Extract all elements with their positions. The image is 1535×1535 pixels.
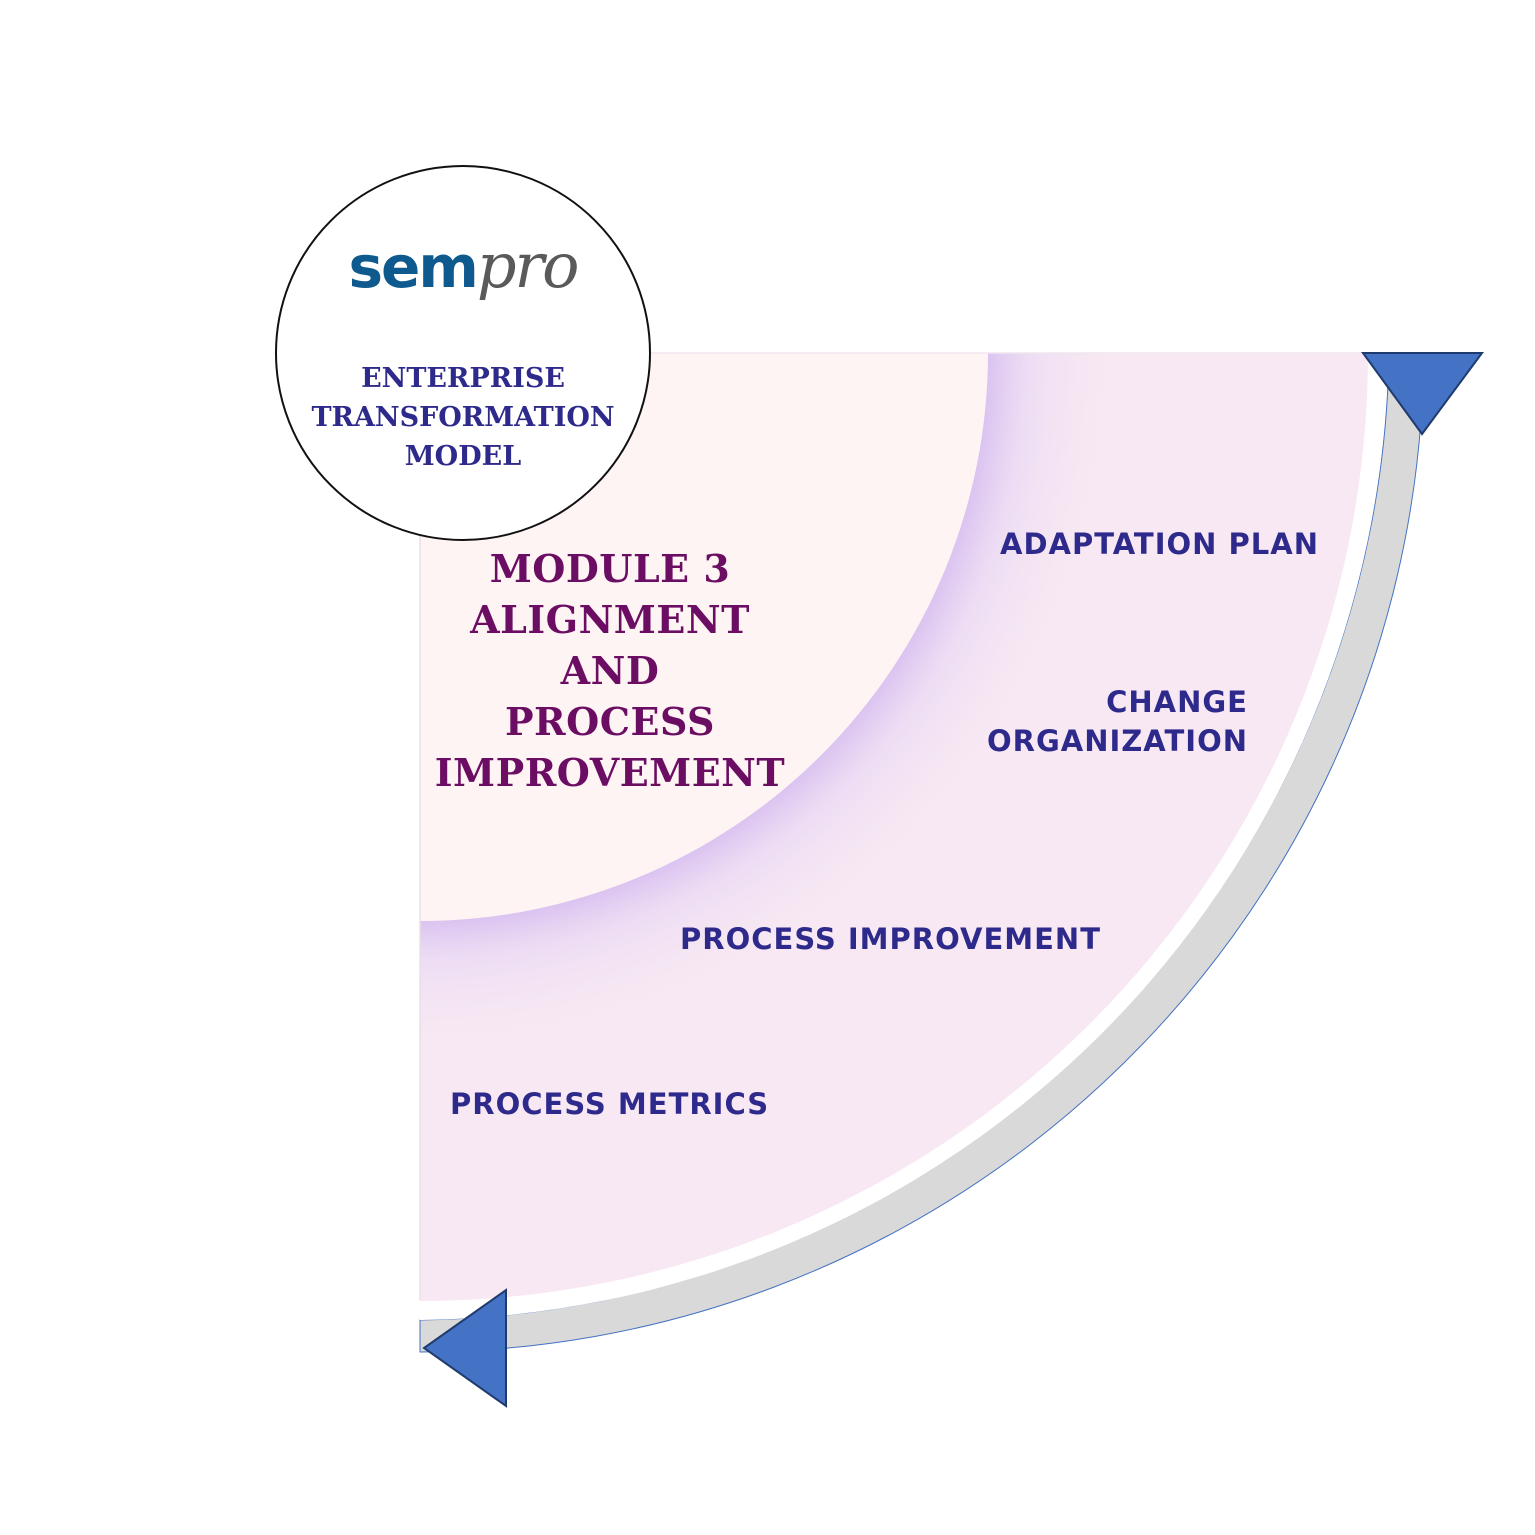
logo-text-primary: sem — [348, 233, 479, 301]
module-title-line: IMPROVEMENT — [434, 750, 786, 795]
model-title: ENTERPRISE TRANSFORMATION MODEL — [277, 359, 649, 476]
module-title-line: PROCESS — [504, 699, 715, 744]
triangle-left-icon — [422, 1288, 507, 1408]
module-title-line: AND — [560, 648, 660, 693]
model-title-line: MODEL — [404, 441, 522, 472]
model-title-line: TRANSFORMATION — [311, 402, 615, 433]
step-change-line: CHANGE — [1106, 685, 1248, 719]
sempro-logo: sempro — [277, 229, 649, 302]
step-process-improvement: PROCESS IMPROVEMENT — [680, 922, 1101, 956]
module-title: MODULE 3 ALIGNMENT AND PROCESS IMPROVEME… — [430, 543, 790, 798]
triangle-down-icon — [1361, 352, 1484, 436]
module-title-line: ALIGNMENT — [470, 597, 750, 642]
step-adaptation-plan: ADAPTATION PLAN — [1000, 527, 1319, 561]
step-change-line: ORGANIZATION — [986, 724, 1248, 758]
module-title-line: MODULE 3 — [489, 546, 731, 591]
step-process-metrics: PROCESS METRICS — [450, 1087, 770, 1121]
logo-circle: sempro ENTERPRISE TRANSFORMATION MODEL — [275, 165, 651, 541]
logo-text-secondary: pro — [476, 229, 580, 302]
step-change-organization: CHANGE ORGANIZATION — [960, 683, 1248, 761]
model-title-line: ENTERPRISE — [361, 363, 565, 394]
